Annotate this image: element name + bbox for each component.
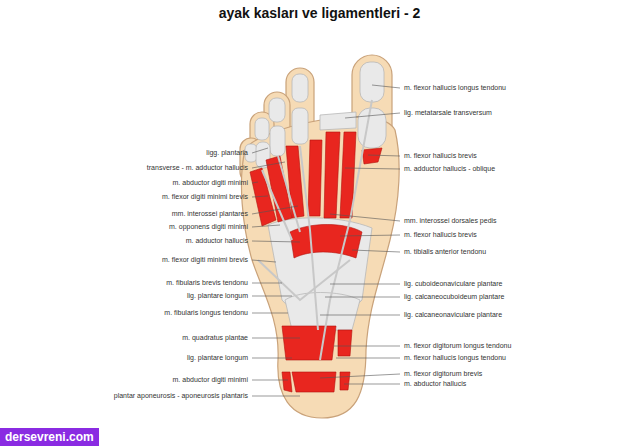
muscles (250, 132, 382, 392)
bones-ligaments (245, 62, 386, 330)
part-label: lig. metatarsale transversum (404, 109, 492, 117)
leader-line (344, 384, 400, 385)
part-label: lig. cuboideonaviculare plantare (404, 280, 502, 288)
part-label: lig. plantare longum (187, 292, 248, 300)
part-label: m. flexor hallucis brevis (404, 152, 477, 160)
leader-line (252, 313, 288, 314)
part-label: m. flexor hallucis longus tendonu (404, 84, 506, 92)
part-label: m. abductor hallucis (404, 380, 466, 388)
leader-line (320, 315, 400, 316)
part-label: m. opponens digiti minimi (169, 223, 248, 231)
part-label: mm. interossei plantares (172, 210, 248, 218)
watermark-box: dersevreni.com (0, 428, 99, 446)
part-label: m. adductor hallucis - oblique (404, 165, 495, 173)
leader-line (252, 148, 268, 153)
part-label: mm. interossei dorsales pedis (404, 217, 497, 225)
leader-line (252, 225, 280, 227)
part-label: m. abductor digiti minimi (173, 376, 248, 384)
part-label: lig. plantare longum (187, 354, 248, 362)
part-label: m. fibularis longus tendonu (164, 309, 248, 317)
tendons (258, 100, 372, 360)
leader-line (252, 396, 300, 397)
part-label: m. flexor hallucis longus tendonu (404, 354, 506, 362)
part-label: transverse - m. adductor hallucis (147, 164, 248, 172)
part-label: m. flexor digiti minimi brevis (162, 193, 248, 201)
leader-line (372, 85, 400, 88)
part-label: ligg. plantaria (206, 149, 248, 157)
part-label: m. flexor digiti minimi brevis (162, 256, 248, 264)
leader-line (252, 241, 300, 242)
leader-line (252, 182, 258, 183)
leader-line (345, 113, 400, 118)
leader-line (252, 283, 282, 284)
leader-line (330, 284, 400, 285)
part-label: plantar aponeurosis - aponeurosis planta… (114, 392, 248, 400)
part-label: m. abductor digiti minimi (173, 179, 248, 187)
part-label: m. quadratus plantae (182, 334, 248, 342)
leader-line (340, 235, 400, 236)
leader-line (330, 214, 400, 221)
leader-line (252, 380, 288, 381)
leader-line (325, 297, 400, 298)
part-label: m. fibularis brevis tendonu (166, 279, 248, 287)
leader-line (352, 250, 400, 252)
leader-line (334, 346, 400, 347)
leader-line (252, 338, 300, 339)
leader-line (252, 162, 285, 168)
part-label: m. tibialis anterior tendonu (404, 248, 486, 256)
part-label: m. flexor digitorum brevis (404, 370, 482, 378)
leader-line (252, 296, 292, 297)
part-label: m. flexor hallucis brevis (404, 231, 477, 239)
part-label: m. adductor hallucis (186, 237, 248, 245)
leader-line (252, 260, 276, 262)
leader-line (252, 196, 268, 197)
leader-line (345, 168, 400, 169)
leader-line (368, 155, 400, 156)
part-label: lig. calcaneonaviculare plantare (404, 311, 502, 319)
leader-line (252, 206, 298, 214)
part-label: lig. calcaneocuboideum plantare (404, 293, 504, 301)
foot-outline (240, 55, 399, 418)
leader-line (252, 358, 292, 359)
leader-line (320, 374, 400, 378)
title: ayak kasları ve ligamentleri - 2 (0, 5, 639, 21)
part-label: m. flexor digitorum longus tendonu (404, 342, 511, 350)
leader-line (336, 358, 400, 359)
watermark-text: dersevreni.com (0, 428, 99, 446)
